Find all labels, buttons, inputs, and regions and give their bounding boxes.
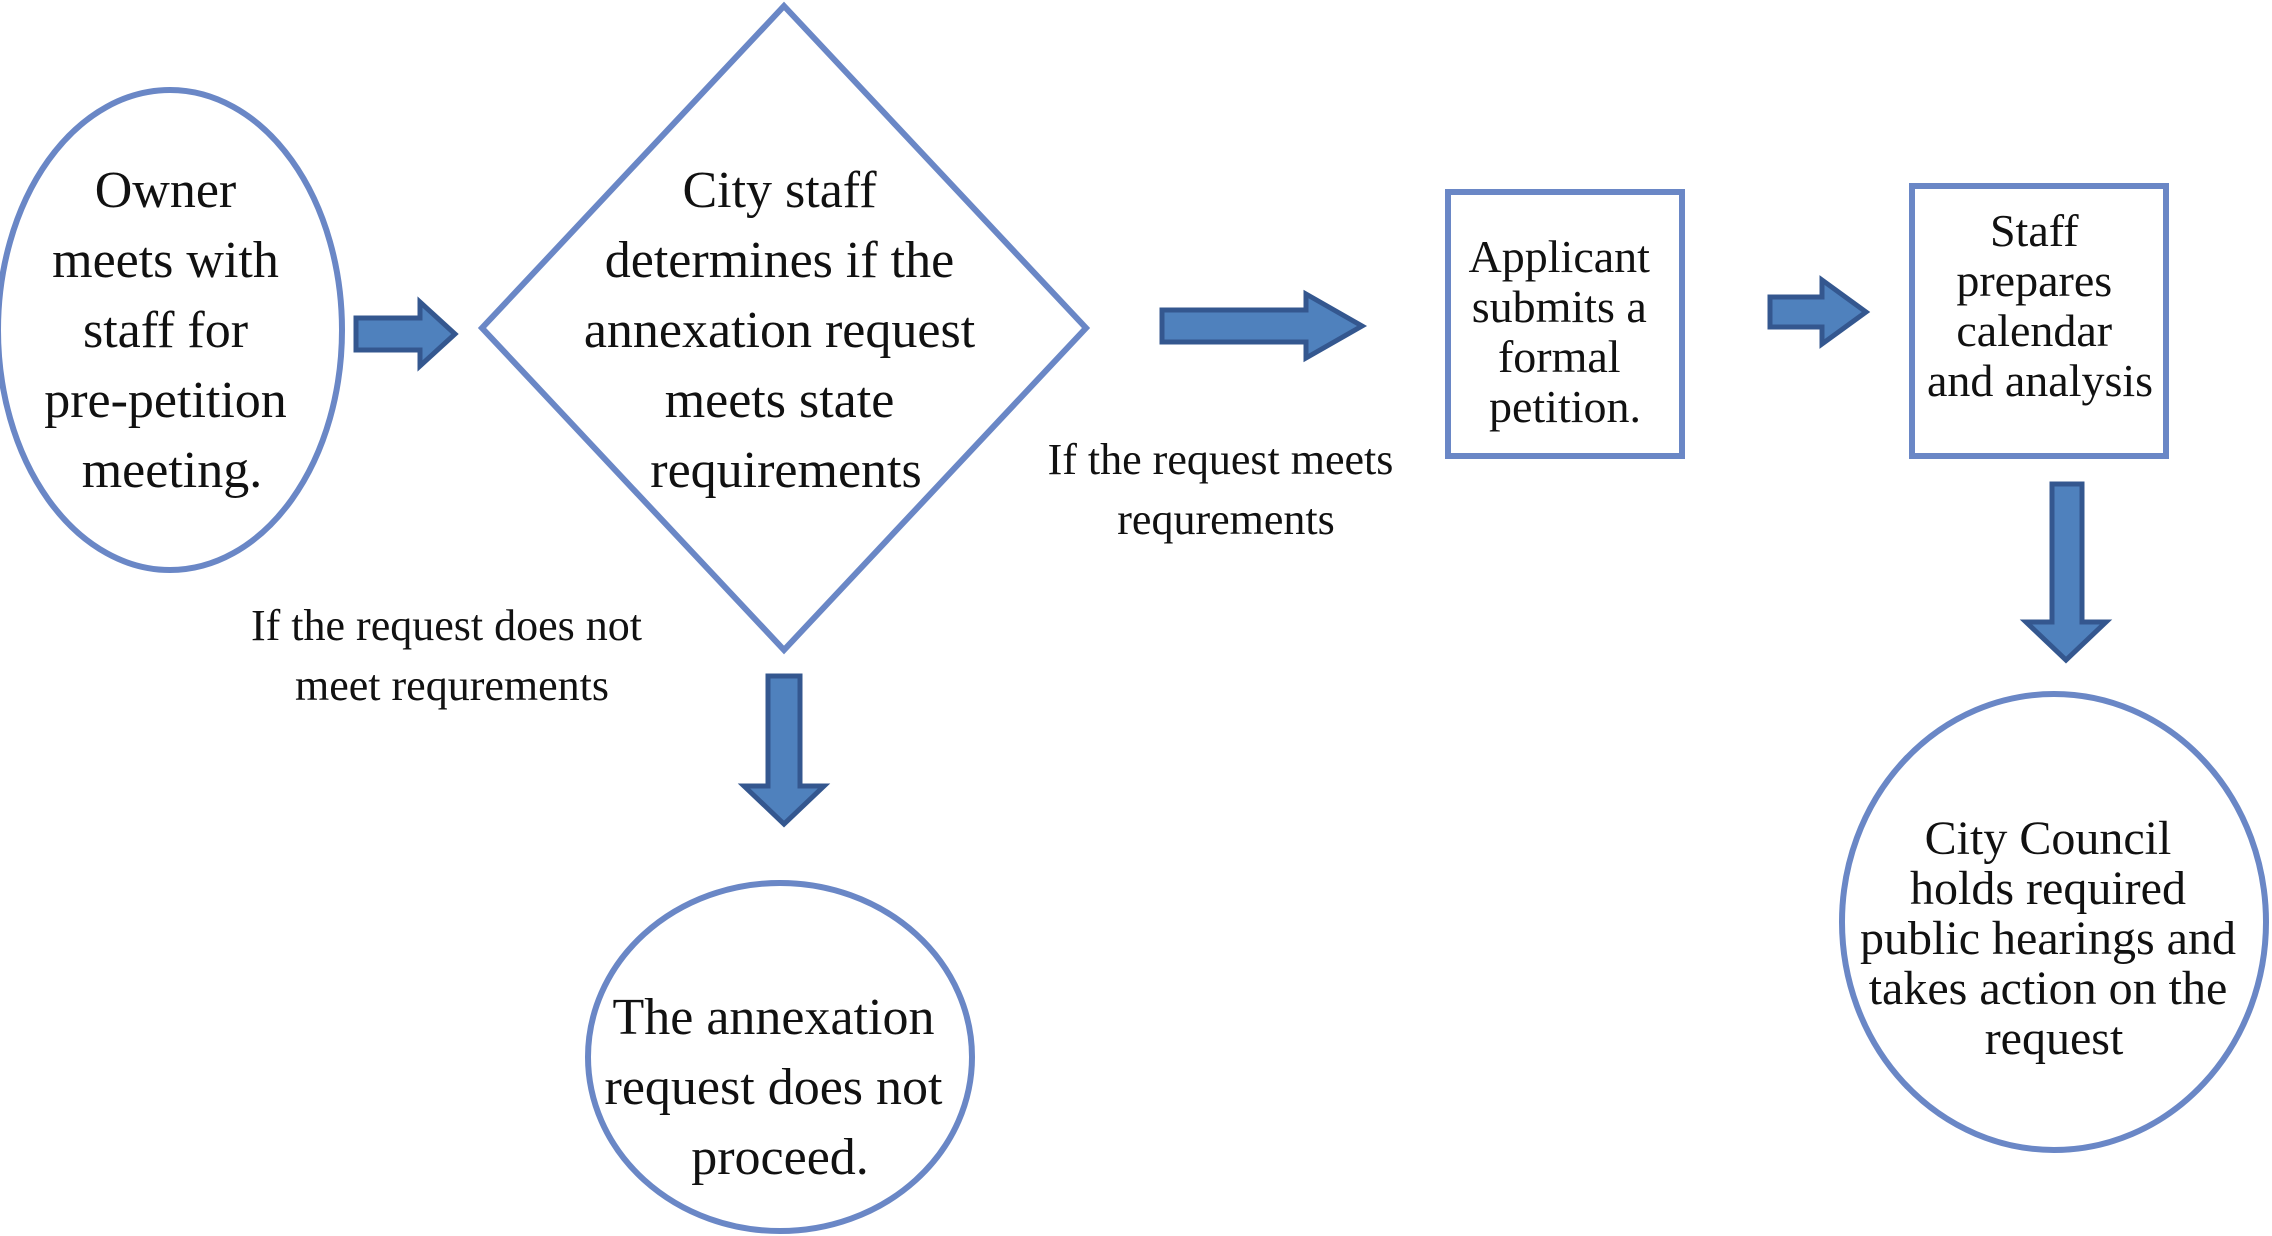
meets-requirements-label: If the request meets requrements	[1048, 435, 1405, 544]
owner-meeting-node: Owner meets with staff for pre-petition …	[0, 87, 345, 573]
applicant-submits-text: Applicant submits a formal petition.	[1469, 231, 1662, 432]
council-hearings-node: City Council holds required public heari…	[1839, 691, 2269, 1153]
staff-prepares-text: Staff prepares calendar and analysis	[1927, 205, 2153, 406]
does-not-proceed-node: The annexation request does not proceed.	[585, 880, 975, 1234]
not-meets-requirements-label: If the request does not meet requrements	[251, 601, 653, 710]
arrow-right-icon	[353, 296, 459, 372]
does-not-proceed-text: The annexation request does not proceed.	[605, 989, 956, 1186]
arrow-right-icon	[1767, 275, 1871, 349]
staff-prepares-node: Staff prepares calendar and analysis	[1909, 183, 2169, 459]
arrow-right-icon	[1159, 289, 1368, 363]
arrow-down-icon	[2019, 481, 2113, 664]
council-hearings-text: City Council holds required public heari…	[1860, 812, 2248, 1065]
owner-meeting-text: Owner meets with staff for pre-petition …	[44, 162, 300, 499]
applicant-submits-node: Applicant submits a formal petition.	[1445, 189, 1685, 459]
staff-determines-node: City staff determines if the annexation …	[477, 1, 1091, 655]
staff-determines-text: City staff determines if the annexation …	[584, 162, 988, 499]
arrow-down-icon	[737, 673, 831, 828]
